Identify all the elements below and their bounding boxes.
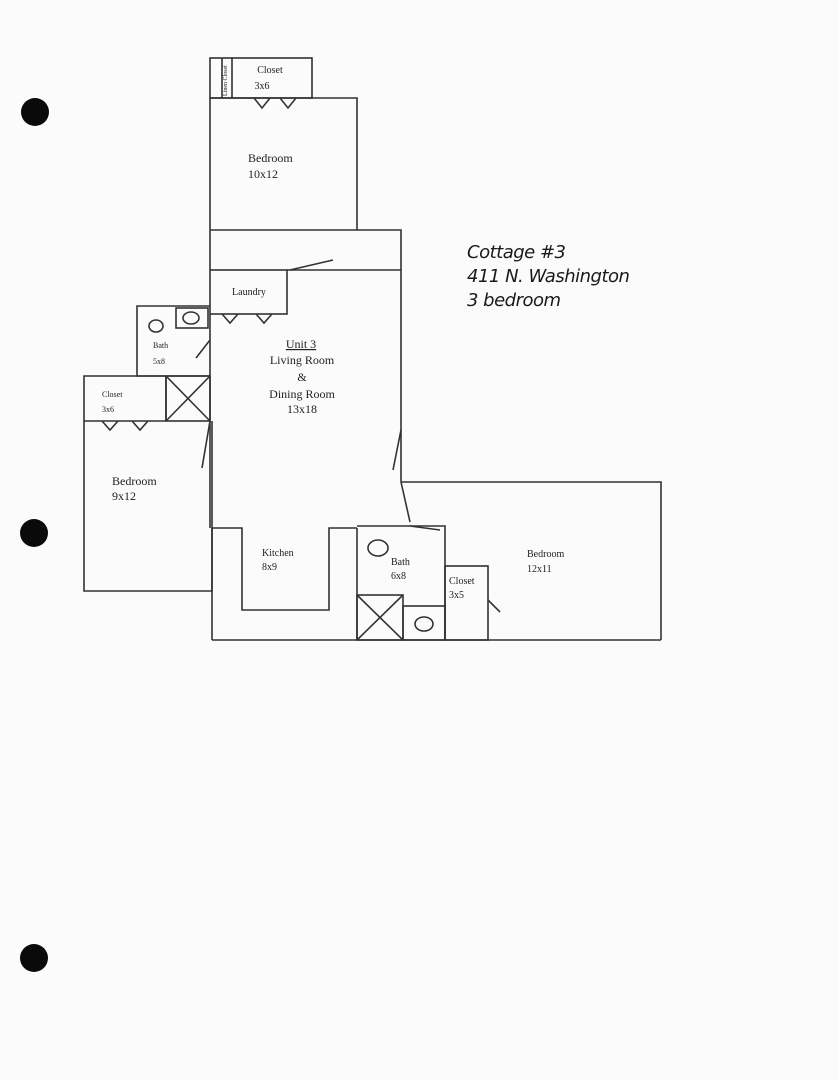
binder-hole-bottom [20, 944, 48, 972]
bath-left-size: 5x8 [153, 357, 165, 366]
note-address: 411 N. Washington [467, 266, 630, 287]
binder-hole-middle [20, 519, 48, 547]
bedroom-left-walls [83, 421, 213, 592]
shower-left [165, 375, 211, 422]
handwritten-note: Cottage #3 411 N. Washington 3 bedroom [467, 241, 630, 313]
closet-top-size: 3x6 [255, 81, 270, 92]
bedroom-right-walls [401, 481, 662, 640]
closet-right-walls [444, 565, 489, 641]
living-room-walls [287, 269, 402, 482]
bedroom-top-label: Bedroom [248, 151, 293, 165]
closet-left-walls [83, 375, 167, 422]
laundry-walls [209, 269, 288, 315]
tub-right [402, 605, 446, 641]
bedroom-left-size: 9x12 [112, 489, 136, 503]
bath-left-label: Bath [153, 341, 168, 350]
bedroom-top-walls [210, 97, 358, 231]
binder-hole-top [21, 98, 49, 126]
living-size: 13x18 [287, 402, 317, 416]
tub-left [175, 307, 209, 329]
bath-right-size: 6x8 [391, 571, 406, 582]
bedroom-right-size: 12x11 [527, 564, 552, 575]
laundry-label: Laundry [232, 287, 266, 298]
kitchen-label: Kitchen [262, 548, 294, 559]
unit-label: Unit 3 [286, 337, 316, 351]
closet-top-label: Closet [257, 65, 283, 76]
bedroom-top-size: 10x12 [248, 167, 278, 181]
kitchen-walls [212, 527, 357, 611]
bedroom-right-label: Bedroom [527, 549, 564, 560]
note-bedrooms: 3 bedroom [467, 290, 561, 311]
kitchen-size: 8x9 [262, 562, 277, 573]
closet-left-label: Closet [102, 390, 123, 399]
closet-right-label: Closet [449, 576, 475, 587]
closet-left-size: 3x6 [102, 405, 114, 414]
bath-right-label: Bath [391, 557, 410, 568]
note-title: Cottage #3 [467, 242, 566, 263]
dining-room-label: Dining Room [269, 387, 335, 401]
living-room-label: Living Room [270, 353, 335, 367]
closet-right-size: 3x5 [449, 590, 464, 601]
linen-closet-label: Linen Closet [223, 65, 229, 96]
bedroom-left-label: Bedroom [112, 474, 157, 488]
living-amp: & [297, 370, 307, 384]
